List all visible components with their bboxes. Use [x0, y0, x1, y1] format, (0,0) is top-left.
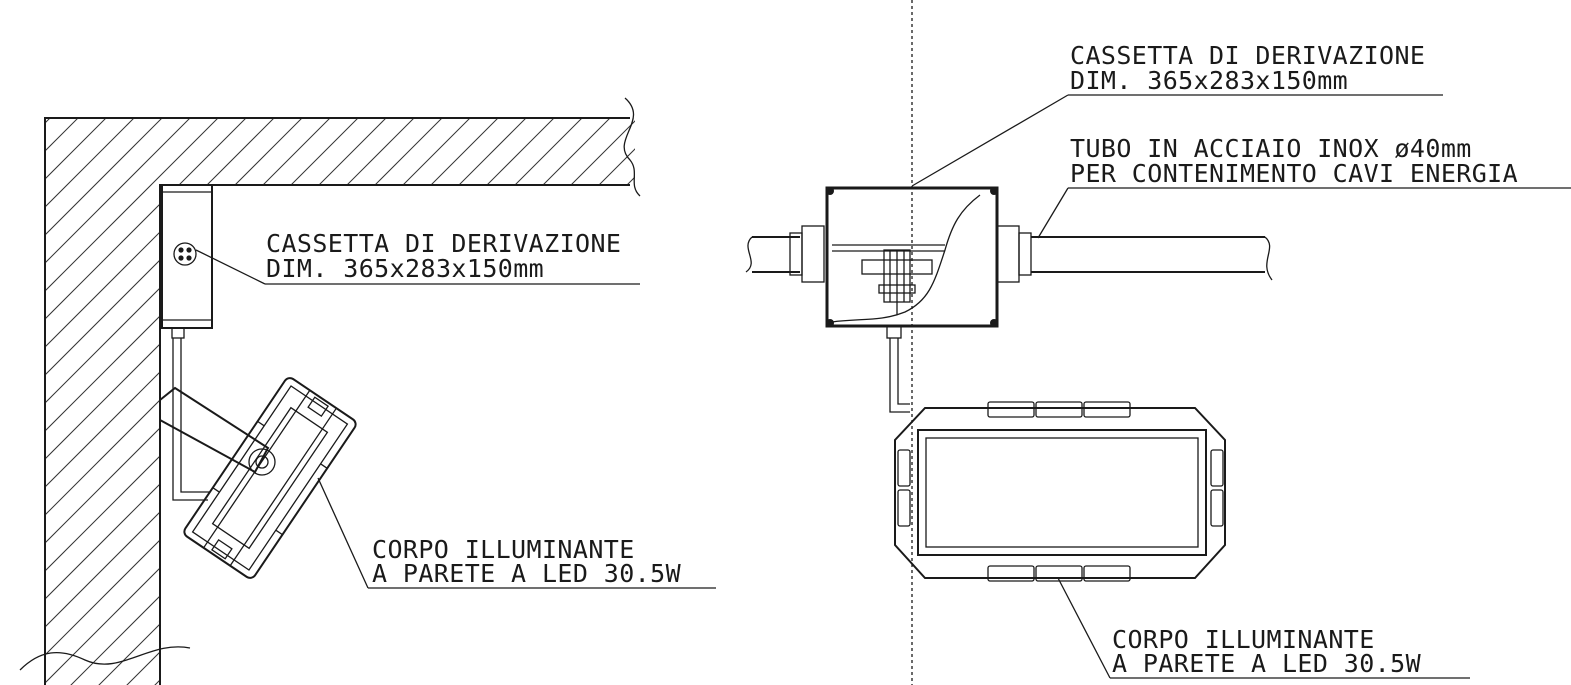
hatch-line: [756, 0, 1456, 685]
hatch-line: [1288, 0, 1571, 685]
right-luminaire-label-line1: CORPO ILLUMINANTE: [1112, 625, 1375, 654]
hatch-line: [812, 0, 1512, 685]
luminaire-side: [183, 377, 357, 579]
hatch-line: [1036, 0, 1571, 685]
hatch-line: [1092, 0, 1571, 685]
hatch-line: [1204, 0, 1571, 685]
hatch-line: [45, 118, 141, 685]
hatch-line: [0, 0, 28, 685]
hatch-line: [45, 118, 477, 685]
hatch-line: [587, 118, 635, 685]
luminaire-front: [894, 401, 1226, 582]
hatch-line: [45, 118, 281, 685]
hatch-line: [644, 0, 1344, 685]
conduit-label-line2: PER CONTENIMENTO CAVI ENERGIA: [1070, 159, 1518, 188]
hatch-line: [1120, 0, 1571, 685]
hatch-line: [896, 0, 1571, 685]
hatch-line: [45, 118, 365, 685]
mounting-arm: [159, 386, 276, 476]
conduit-pipe-right: [996, 225, 1273, 283]
hatch-line: [1232, 0, 1571, 685]
hatch-line: [1176, 0, 1571, 685]
hatch-line: [840, 0, 1540, 685]
terminal-block: [861, 249, 933, 315]
leader-junction-box-right: [911, 94, 1443, 187]
hatch-line: [45, 118, 85, 685]
junction-box-front: [825, 186, 999, 339]
right-junction-box-label-line1: CASSETTA DI DERIVAZIONE: [1070, 41, 1425, 70]
conduit-label-line1: TUBO IN ACCIAIO INOX ø40mm: [1070, 134, 1472, 163]
hatch-line: [1064, 0, 1571, 685]
leader-junction-box-left: [195, 249, 640, 285]
hatch-line: [45, 118, 337, 685]
cable-conduit-left: [172, 338, 210, 501]
hatch-line: [615, 118, 635, 685]
hatch-line: [45, 118, 225, 685]
junction-box-side: [161, 184, 213, 339]
hatch-line: [784, 0, 1484, 685]
hatch-line: [952, 0, 1571, 685]
hatch-line: [1372, 0, 1571, 685]
conduit-pipe-left: [745, 225, 825, 283]
hatch-line: [1008, 0, 1571, 685]
cable-conduit-right: [889, 338, 910, 413]
left-luminaire-label-line2: A PARETE A LED 30.5W: [372, 559, 682, 588]
hatch-line: [45, 118, 197, 685]
hatch-line: [700, 0, 1400, 685]
leader-conduit: [1037, 187, 1571, 239]
hatch-line: [1260, 0, 1571, 685]
left-luminaire-label-line1: CORPO ILLUMINANTE: [372, 535, 635, 564]
hatch-line: [45, 118, 505, 685]
hatch-line: [1316, 0, 1571, 685]
hatch-line: [980, 0, 1571, 685]
hatch-line: [924, 0, 1571, 685]
hatch-line: [45, 118, 253, 685]
right-junction-box-label-line2: DIM. 365x283x150mm: [1070, 66, 1348, 95]
hatch-line: [45, 118, 421, 685]
left-junction-box-label-line2: DIM. 365x283x150mm: [266, 254, 544, 283]
leader-luminaire-left: [317, 477, 716, 589]
leader-luminaire-right: [1057, 577, 1470, 679]
hatch-line: [45, 118, 57, 685]
right-view-section: CASSETTA DI DERIVAZIONE DIM. 365x283x150…: [745, 0, 1571, 685]
hatch-line: [45, 118, 309, 685]
hatch-line: [45, 118, 169, 685]
hatch-line: [45, 118, 449, 685]
hatch-line: [1148, 0, 1571, 685]
left-junction-box-label-line1: CASSETTA DI DERIVAZIONE: [266, 229, 621, 258]
hatch-line: [45, 118, 113, 685]
right-luminaire-label-line2: A PARETE A LED 30.5W: [1112, 649, 1422, 678]
hatch-line: [45, 118, 393, 685]
hatch-line: [868, 0, 1568, 685]
hatch-line: [672, 0, 1372, 685]
hatch-line: [1344, 0, 1571, 685]
hatch-line: [728, 0, 1428, 685]
